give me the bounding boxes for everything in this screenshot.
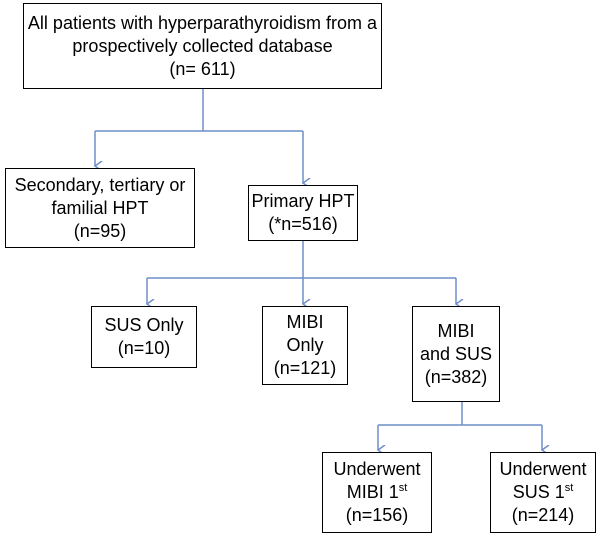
node-sus-first-count: (n=214) <box>511 505 575 525</box>
node-secondary-count: (n=95) <box>73 220 127 241</box>
node-mibi-only: MIBI Only (n=121) <box>262 306 348 385</box>
node-secondary-line2: familial HPT <box>51 197 149 218</box>
node-all-patients-line2: prospectively collected database <box>72 35 333 56</box>
node-sus-first: Underwent SUS 1st (n=214) <box>490 452 596 533</box>
node-mibi-and-sus: MIBI and SUS (n=382) <box>412 306 500 402</box>
node-mibi-first-count: (n=156) <box>345 505 409 525</box>
node-all-patients-count: (n= 611) <box>169 58 236 79</box>
node-secondary: Secondary, tertiary or familial HPT (n=9… <box>5 168 195 248</box>
node-mibi-and-sus-line2: and SUS <box>419 343 493 364</box>
node-mibi-only-line1: MIBI <box>286 312 324 332</box>
node-primary: Primary HPT (*n=516) <box>248 185 358 241</box>
node-sus-first-line2-text: SUS 1 <box>512 482 565 502</box>
node-all-patients: All patients with hyperparathyroidism fr… <box>23 3 382 89</box>
node-sus-only-count: (n=10) <box>117 338 171 358</box>
node-sus-first-sup: st <box>564 482 574 494</box>
node-primary-count: (*n=516) <box>268 214 338 234</box>
node-primary-line1: Primary HPT <box>251 191 355 211</box>
node-mibi-first-line2-text: MIBI 1 <box>346 482 399 502</box>
node-mibi-and-sus-line1: MIBI <box>437 320 475 341</box>
node-mibi-first-line1: Underwent <box>333 459 421 479</box>
node-all-patients-line1: All patients with hyperparathyroidism fr… <box>27 12 378 33</box>
node-mibi-only-count: (n=121) <box>273 358 337 378</box>
node-mibi-first: Underwent MIBI 1st (n=156) <box>322 452 432 533</box>
node-sus-only-line1: SUS Only <box>104 315 184 335</box>
node-mibi-only-line2: Only <box>286 335 324 355</box>
node-mibi-and-sus-count: (n=382) <box>424 366 488 387</box>
node-sus-first-line2: SUS 1st <box>513 481 574 504</box>
node-mibi-first-sup: st <box>398 482 408 494</box>
node-sus-first-line1: Underwent <box>499 459 587 479</box>
node-secondary-line1: Secondary, tertiary or <box>14 174 186 195</box>
node-sus-only: SUS Only (n=10) <box>91 306 197 368</box>
node-mibi-first-line2: MIBI 1st <box>347 481 408 504</box>
